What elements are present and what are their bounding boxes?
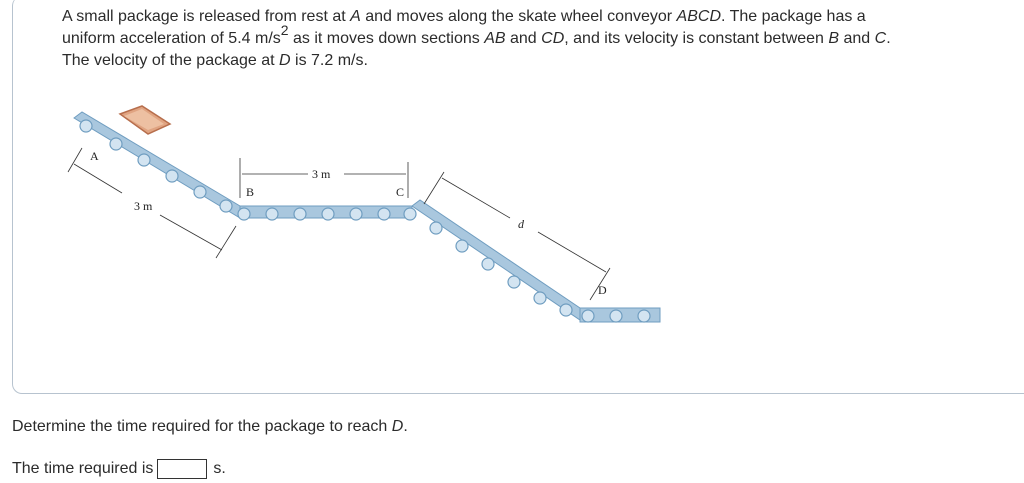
text: and moves along the skate wheel conveyor bbox=[360, 8, 677, 25]
text-D: D bbox=[391, 418, 404, 435]
statement-line-2: uniform acceleration of 5.4 m/s2 as it m… bbox=[62, 23, 1012, 50]
text-CD: CD bbox=[541, 30, 565, 47]
text-B: B bbox=[828, 30, 840, 47]
text: . bbox=[403, 418, 408, 435]
problem-card bbox=[12, 0, 1024, 394]
exponent: 2 bbox=[280, 21, 289, 38]
conveyor-wheels bbox=[79, 119, 651, 323]
question-text: Determine the time required for the pack… bbox=[12, 418, 408, 436]
text: uniform acceleration of 5.4 m/s bbox=[62, 30, 281, 47]
text: , and its velocity is constant between bbox=[564, 30, 829, 47]
dimension-AB: 3 m bbox=[134, 199, 153, 213]
dimension-lines bbox=[67, 147, 611, 301]
text: . bbox=[886, 30, 891, 47]
label-d: d bbox=[518, 217, 525, 231]
text-A: A bbox=[350, 8, 361, 25]
text-ABCD: ABCD bbox=[676, 8, 721, 25]
text: A small package is released from rest at bbox=[62, 8, 351, 25]
conveyor-figure: A B C D d 3 m 3 m bbox=[67, 105, 661, 323]
text-AB: AB bbox=[484, 30, 506, 47]
text: as it moves down sections bbox=[288, 30, 485, 47]
statement-line-3: The velocity of the package at D is 7.2 … bbox=[62, 50, 1012, 72]
text: Determine the time required for the pack… bbox=[12, 418, 392, 435]
text-D: D bbox=[279, 52, 291, 69]
problem-statement: A small package is released from rest at… bbox=[62, 6, 1012, 72]
text: . The package has a bbox=[721, 8, 866, 25]
package bbox=[118, 105, 172, 135]
label-A: A bbox=[90, 149, 99, 163]
answer-label: The time required is bbox=[12, 460, 154, 477]
label-C: C bbox=[396, 185, 404, 199]
label-D: D bbox=[598, 283, 607, 297]
text: and bbox=[505, 30, 542, 47]
answer-row: The time required is s. bbox=[12, 459, 226, 479]
conveyor-rail bbox=[73, 111, 661, 323]
text: is 7.2 m/s. bbox=[290, 52, 368, 69]
text: The velocity of the package at bbox=[62, 52, 280, 69]
dimension-BC: 3 m bbox=[312, 167, 331, 181]
statement-line-1: A small package is released from rest at… bbox=[62, 6, 1012, 28]
text: and bbox=[839, 30, 875, 47]
label-B: B bbox=[246, 185, 254, 199]
text-C: C bbox=[874, 30, 887, 47]
answer-unit: s. bbox=[213, 460, 226, 477]
answer-input[interactable] bbox=[157, 459, 208, 479]
